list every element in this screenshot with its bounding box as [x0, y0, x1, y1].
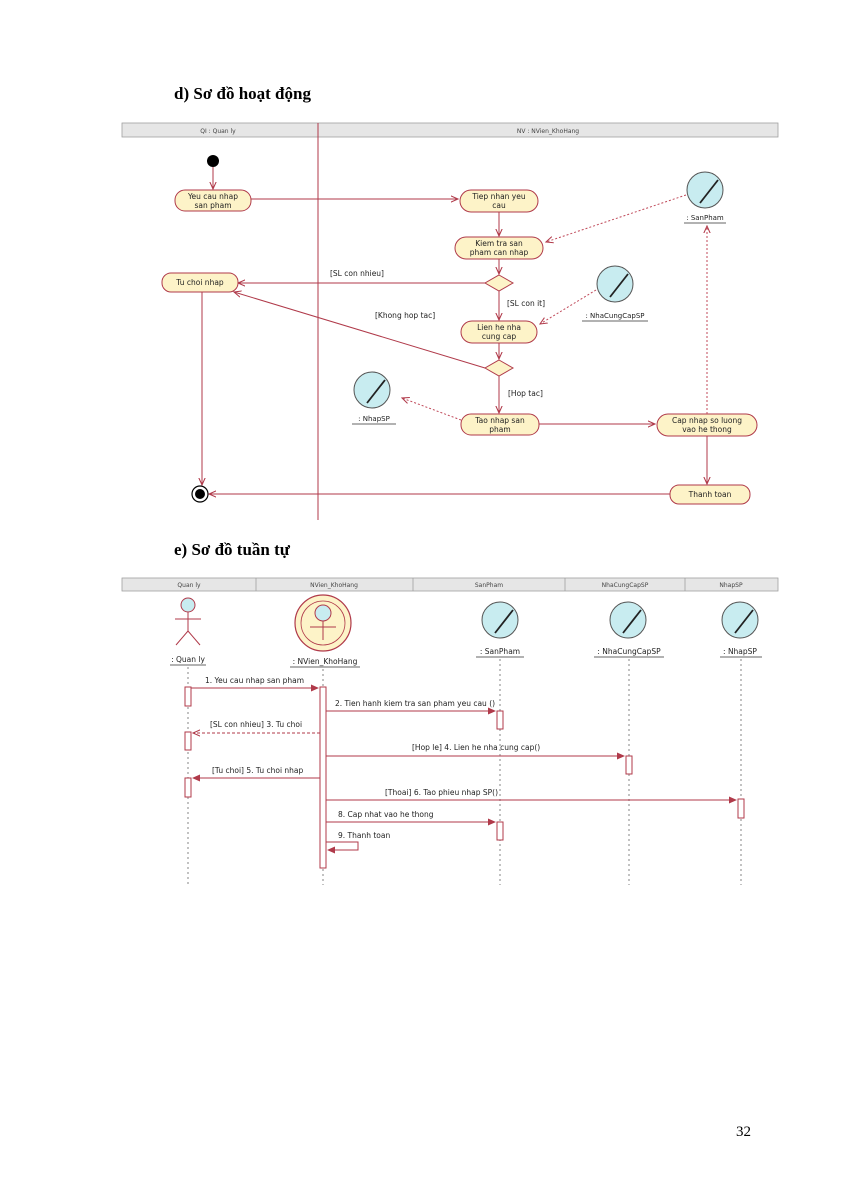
node-tiep-nhan-label-1: Tiep nhan yeu — [471, 192, 525, 201]
object-sanpham-label: : SanPham — [686, 214, 724, 222]
actor-quanly-label: : Quan ly — [171, 655, 205, 664]
object-nhacungcap: : NhaCungCapSP — [582, 265, 648, 322]
activity-diagram: QI : Quan ly NV : NVien_KhoHang Yeu cau … — [121, 122, 779, 520]
msg-8-label: 8. Cap nhat vao he thong — [338, 810, 434, 819]
node-tu-choi-nhap — [161, 272, 239, 293]
guard-sl-con-it: [SL con it] — [507, 299, 545, 308]
node-tiep-nhan-label-2: cau — [492, 201, 506, 210]
decision-1 — [483, 274, 515, 292]
participant-sanpham-label: : SanPham — [480, 647, 520, 656]
lane-header-bar — [121, 122, 779, 138]
guard-khong-hop-tac: [Khong hop tac] — [375, 311, 435, 320]
participant-nhacungcap-label: : NhaCungCapSP — [597, 647, 661, 656]
msg-6-label: [Thoai] 6. Tao phieu nhap SP() — [385, 788, 498, 797]
sequence-diagram: Quan ly NVien_KhoHang SanPham NhaCungCap… — [121, 577, 779, 885]
participant-sanpham: : SanPham — [476, 601, 524, 658]
object-sanpham: : SanPham — [684, 171, 726, 224]
node-kiem-tra-label-1: Kiem tra san — [475, 239, 523, 248]
node-tao-nhap-label-1: Tao nhap san — [474, 416, 525, 425]
msg-4-label: [Hop le] 4. Lien he nha cung cap() — [412, 743, 540, 752]
participant-nvien: : NVien_KhoHang — [290, 594, 360, 668]
object-nhacungcap-label: : NhaCungCapSP — [585, 312, 644, 320]
seq-header-sanpham: SanPham — [475, 582, 503, 589]
node-tao-nhap-label-2: pham — [489, 425, 510, 434]
object-nhapsp-label: : NhapSP — [358, 415, 390, 423]
node-kiem-tra-label-2: pham can nhap — [470, 248, 529, 257]
object-nhapsp: : NhapSP — [352, 371, 396, 425]
participant-nvien-label: : NVien_KhoHang — [293, 657, 358, 666]
msg-1-label: 1. Yeu cau nhap san pham — [205, 676, 304, 685]
actor-quanly: : Quan ly — [170, 597, 206, 666]
lane-nvien-label: NV : NVien_KhoHang — [517, 128, 579, 135]
seq-header-nvien: NVien_KhoHang — [310, 582, 358, 589]
node-tu-choi-label: Tu choi nhap — [175, 278, 224, 287]
participant-nhacungcap: : NhaCungCapSP — [594, 601, 664, 658]
sequence-heading: e) Sơ đồ tuần tự — [174, 540, 290, 559]
lane-quanly-label: QI : Quan ly — [200, 128, 236, 135]
node-cap-nhap-label-1: Cap nhap so luong — [672, 416, 742, 425]
participant-nhapsp: : NhapSP — [720, 601, 762, 658]
seq-header-quanly: Quan ly — [177, 582, 201, 589]
node-yeu-cau-label-1: Yeu cau nhap — [187, 192, 238, 201]
page-number: 32 — [736, 1124, 751, 1140]
seq-header-nhapsp: NhapSP — [719, 582, 743, 589]
node-cap-nhap-label-2: vao he thong — [682, 425, 732, 434]
msg-3-label: [SL con nhieu] 3. Tu choi — [210, 720, 302, 729]
participant-nhapsp-label: : NhapSP — [723, 647, 757, 656]
msg-5-label: [Tu choi] 5. Tu choi nhap — [212, 766, 304, 775]
seq-header-bar — [121, 577, 779, 592]
msg-9-label: 9. Thanh toan — [338, 831, 390, 840]
msg-2-label: 2. Tien hanh kiem tra san pham yeu cau (… — [335, 699, 495, 708]
activity-heading: d) Sơ đồ hoạt động — [174, 84, 311, 103]
node-lien-he-label-2: cung cap — [482, 332, 516, 341]
msg-9-self-arrow — [326, 841, 359, 850]
node-thanh-toan-label: Thanh toan — [688, 490, 732, 499]
seq-header-nhacungcap: NhaCungCapSP — [602, 582, 649, 589]
node-yeu-cau-label-2: san pham — [194, 201, 231, 210]
node-yeu-cau-nhap — [174, 189, 252, 212]
start-node — [207, 155, 219, 167]
guard-sl-con-nhieu: [SL con nhieu] — [330, 269, 384, 278]
guard-hop-tac: [Hop tac] — [508, 389, 543, 398]
decision-2 — [483, 359, 515, 377]
node-lien-he-label-1: Lien he nha — [477, 323, 521, 332]
